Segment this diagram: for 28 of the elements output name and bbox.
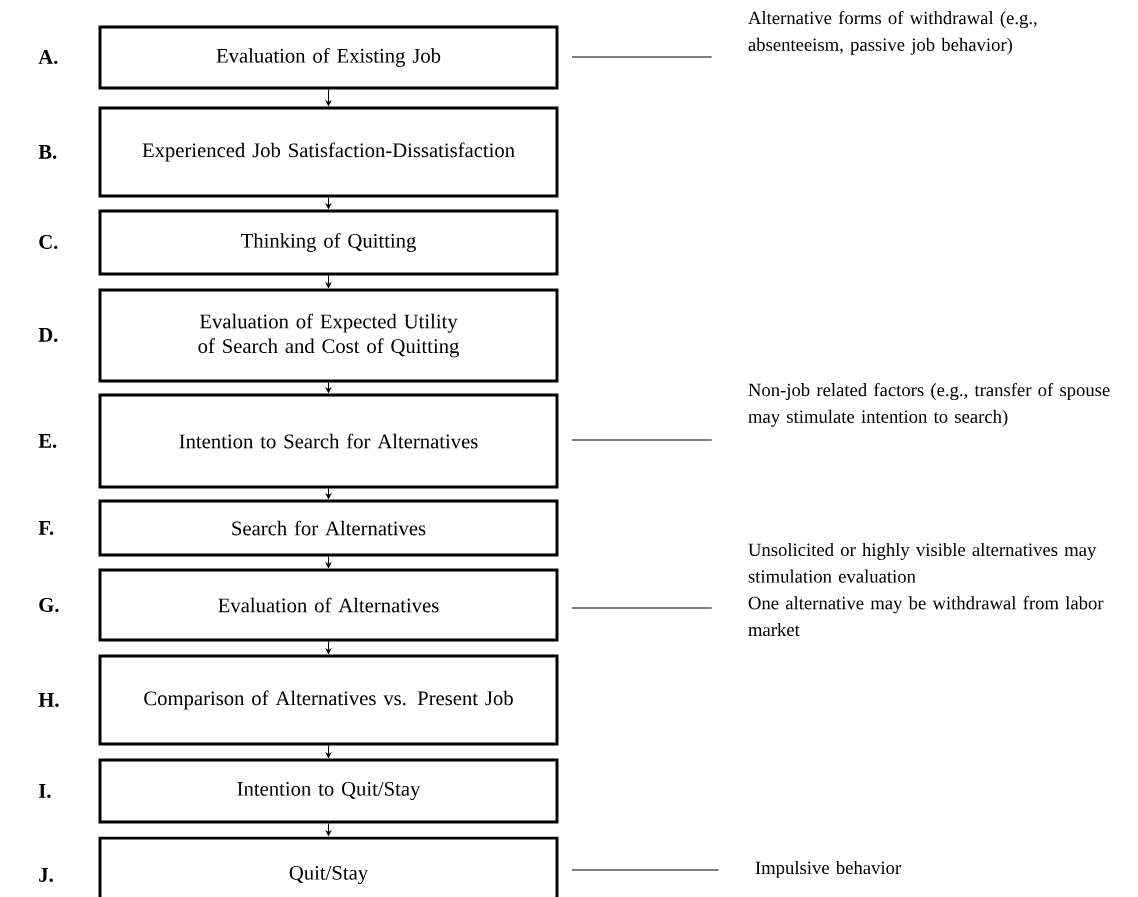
process-box: Evaluation of Expected Utility of Search and Cost of Quitting: [98, 288, 559, 383]
process-box: Evaluation of Alternatives: [98, 568, 559, 642]
leader-line: [571, 869, 720, 871]
process-box: Experienced Job Satisfaction-Dissatisfaction: [98, 106, 559, 198]
side-note: Alternative forms of withdrawal (e.g., absenteeism, passive job behavior): [748, 10, 1037, 55]
process-box: Intention to Search for Alternatives: [98, 393, 559, 489]
step-letter: H.: [38, 693, 59, 707]
leader-line: [571, 607, 713, 609]
leader-line: [571, 439, 713, 441]
step-letter: A.: [38, 50, 58, 64]
step-letter: G.: [39, 598, 59, 612]
step-letter: I.: [38, 784, 51, 798]
process-box: Search for Alternatives: [98, 499, 559, 557]
side-note: Unsolicited or highly visible alternatives may stimulation evaluation One alternative may be withdrawal from labor market: [748, 542, 1104, 637]
step-letter: F.: [38, 521, 54, 535]
process-box: Intention to Quit/Stay: [98, 758, 559, 824]
step-letter: C.: [39, 235, 58, 249]
side-note: Non-job related factors (e.g., transfer of spouse may stimulate intention to search): [748, 382, 1110, 427]
process-box: Quit/Stay: [98, 836, 559, 897]
process-box: Thinking of Quitting: [98, 209, 559, 276]
step-letter: B.: [38, 145, 57, 159]
leader-line: [571, 56, 713, 58]
process-box: Comparison of Alternatives vs. Present Job: [98, 654, 559, 746]
side-note: Impulsive behavior: [755, 860, 901, 878]
step-letter: J.: [39, 868, 53, 882]
step-letter: D.: [38, 328, 58, 342]
process-box: Evaluation of Existing Job: [98, 25, 559, 90]
step-letter: E.: [38, 434, 57, 448]
